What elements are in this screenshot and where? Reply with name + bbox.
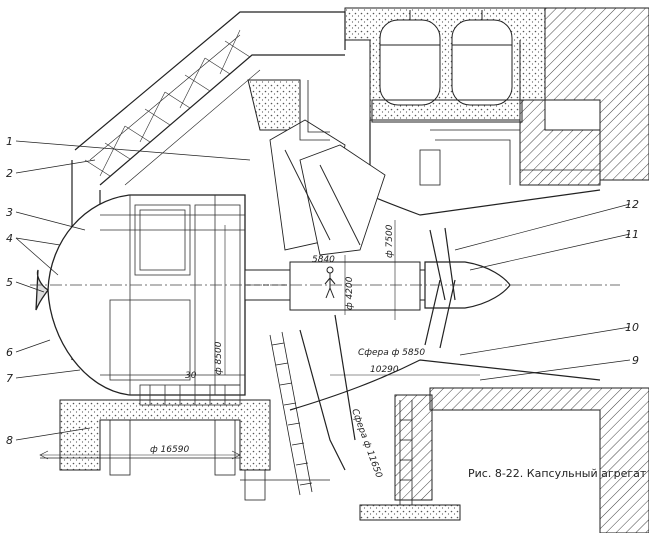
dim-8500: ф 8500 — [214, 341, 224, 375]
dim-30: 30 — [185, 371, 197, 381]
dim-4200: ф 4200 — [345, 276, 355, 310]
guide-apparatus — [269, 119, 386, 256]
callout-10: 10 — [625, 321, 639, 334]
dim-sphere-11650: Сфера ф 11650 — [349, 408, 383, 480]
dim-sphere-5850: Сфера ф 5850 — [358, 348, 425, 358]
callout-labels: 1 2 3 4 5 6 7 8 9 10 11 12 — [6, 135, 639, 447]
callout-7: 7 — [6, 372, 13, 385]
right-mid-concrete — [519, 99, 601, 186]
lower-foundation — [59, 399, 271, 471]
figure-caption: Рис. 8-22. Капсульный агрегат — [468, 467, 647, 480]
shaft — [244, 261, 426, 311]
callout-6: 6 — [6, 346, 13, 359]
shaft-truss-web — [84, 29, 251, 177]
dim-7500: ф 7500 — [385, 224, 395, 258]
draft-tube-floor — [359, 504, 461, 521]
callout-12: 12 — [625, 198, 639, 211]
left-dam-block — [247, 79, 301, 131]
capsule-nose — [35, 269, 49, 311]
dimension-lines — [39, 220, 480, 460]
concrete-roof-block — [344, 7, 546, 121]
person-figure — [324, 266, 336, 299]
callout-4: 4 — [6, 232, 13, 245]
callout-9: 9 — [632, 354, 639, 367]
pier-block — [394, 394, 433, 501]
upper-tanks — [371, 10, 523, 123]
runner-hub — [424, 227, 511, 349]
callout-1: 1 — [6, 135, 13, 148]
foundation-columns — [40, 419, 330, 501]
callout-11: 11 — [625, 228, 639, 241]
dim-5840: 5840 — [312, 255, 335, 265]
callout-5: 5 — [6, 276, 13, 289]
leader-lines — [15, 140, 631, 441]
dim-16590: ф 16590 — [150, 445, 189, 455]
callout-3: 3 — [6, 206, 13, 219]
right-lower-concrete — [429, 387, 649, 533]
pipework — [299, 80, 600, 186]
capsule-internals — [100, 195, 245, 406]
callout-2: 2 — [6, 167, 13, 180]
stairs — [269, 331, 413, 505]
dim-10290: 10290 — [370, 365, 399, 375]
callout-8: 8 — [6, 434, 13, 447]
